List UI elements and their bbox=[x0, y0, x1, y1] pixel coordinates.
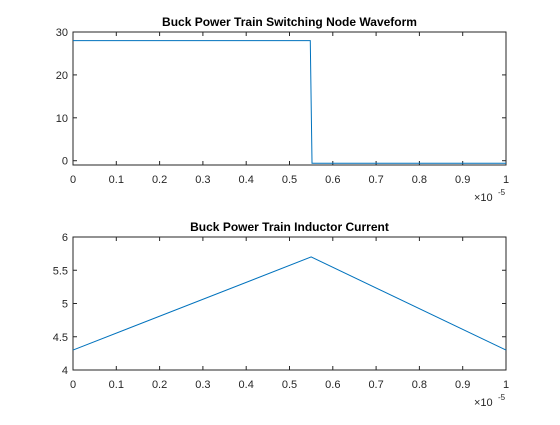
plot-area-0 bbox=[72, 31, 507, 166]
series-line-0-0 bbox=[73, 40, 506, 164]
y-tick-label-0-0: 0 bbox=[62, 156, 68, 168]
x-exponent-base-0: ×10 bbox=[474, 192, 493, 204]
x-exponent-power-0: -5 bbox=[498, 188, 506, 197]
x-tick-label-1-7: 0.7 bbox=[368, 379, 383, 391]
y-tick-label-1-0: 4 bbox=[62, 365, 68, 377]
x-tick-label-1-9: 0.9 bbox=[455, 379, 470, 391]
x-exponent-power-1: -5 bbox=[498, 393, 506, 402]
y-tick-label-0-1: 10 bbox=[56, 113, 68, 125]
x-tick-label-1-8: 0.8 bbox=[412, 379, 427, 391]
x-tick-label-0-6: 0.6 bbox=[325, 174, 340, 186]
y-tick-label-1-4: 6 bbox=[62, 232, 68, 244]
chart-title-0: Buck Power Train Switching Node Waveform bbox=[162, 15, 417, 29]
x-tick-label-1-3: 0.3 bbox=[195, 379, 210, 391]
x-tick-label-1-4: 0.4 bbox=[239, 379, 254, 391]
series-line-1-0 bbox=[72, 256, 507, 351]
x-tick-label-1-2: 0.2 bbox=[152, 379, 167, 391]
x-tick-label-1-5: 0.5 bbox=[282, 379, 297, 391]
chart-title-1: Buck Power Train Inductor Current bbox=[190, 220, 389, 234]
x-tick-label-0-1: 0.1 bbox=[109, 174, 124, 186]
y-tick-label-0-3: 30 bbox=[56, 27, 68, 39]
y-tick-label-1-3: 5.5 bbox=[53, 265, 68, 277]
y-tick-label-0-2: 20 bbox=[56, 70, 68, 82]
y-tick-label-1-2: 5 bbox=[62, 299, 68, 311]
x-tick-label-0-3: 0.3 bbox=[195, 174, 210, 186]
x-tick-label-0-7: 0.7 bbox=[368, 174, 383, 186]
x-tick-label-0-4: 0.4 bbox=[239, 174, 254, 186]
x-tick-label-0-0: 0 bbox=[70, 174, 76, 186]
plot-area-1 bbox=[72, 236, 507, 371]
x-tick-label-0-9: 0.9 bbox=[455, 174, 470, 186]
x-tick-label-0-8: 0.8 bbox=[412, 174, 427, 186]
x-tick-label-1-1: 0.1 bbox=[109, 379, 124, 391]
x-tick-label-1-6: 0.6 bbox=[325, 379, 340, 391]
x-tick-label-0-2: 0.2 bbox=[152, 174, 167, 186]
x-tick-label-1-10: 1 bbox=[503, 379, 509, 391]
y-tick-label-1-1: 4.5 bbox=[53, 332, 68, 344]
x-tick-label-1-0: 0 bbox=[70, 379, 76, 391]
x-exponent-base-1: ×10 bbox=[474, 397, 493, 409]
x-tick-label-0-10: 1 bbox=[503, 174, 509, 186]
x-tick-label-0-5: 0.5 bbox=[282, 174, 297, 186]
